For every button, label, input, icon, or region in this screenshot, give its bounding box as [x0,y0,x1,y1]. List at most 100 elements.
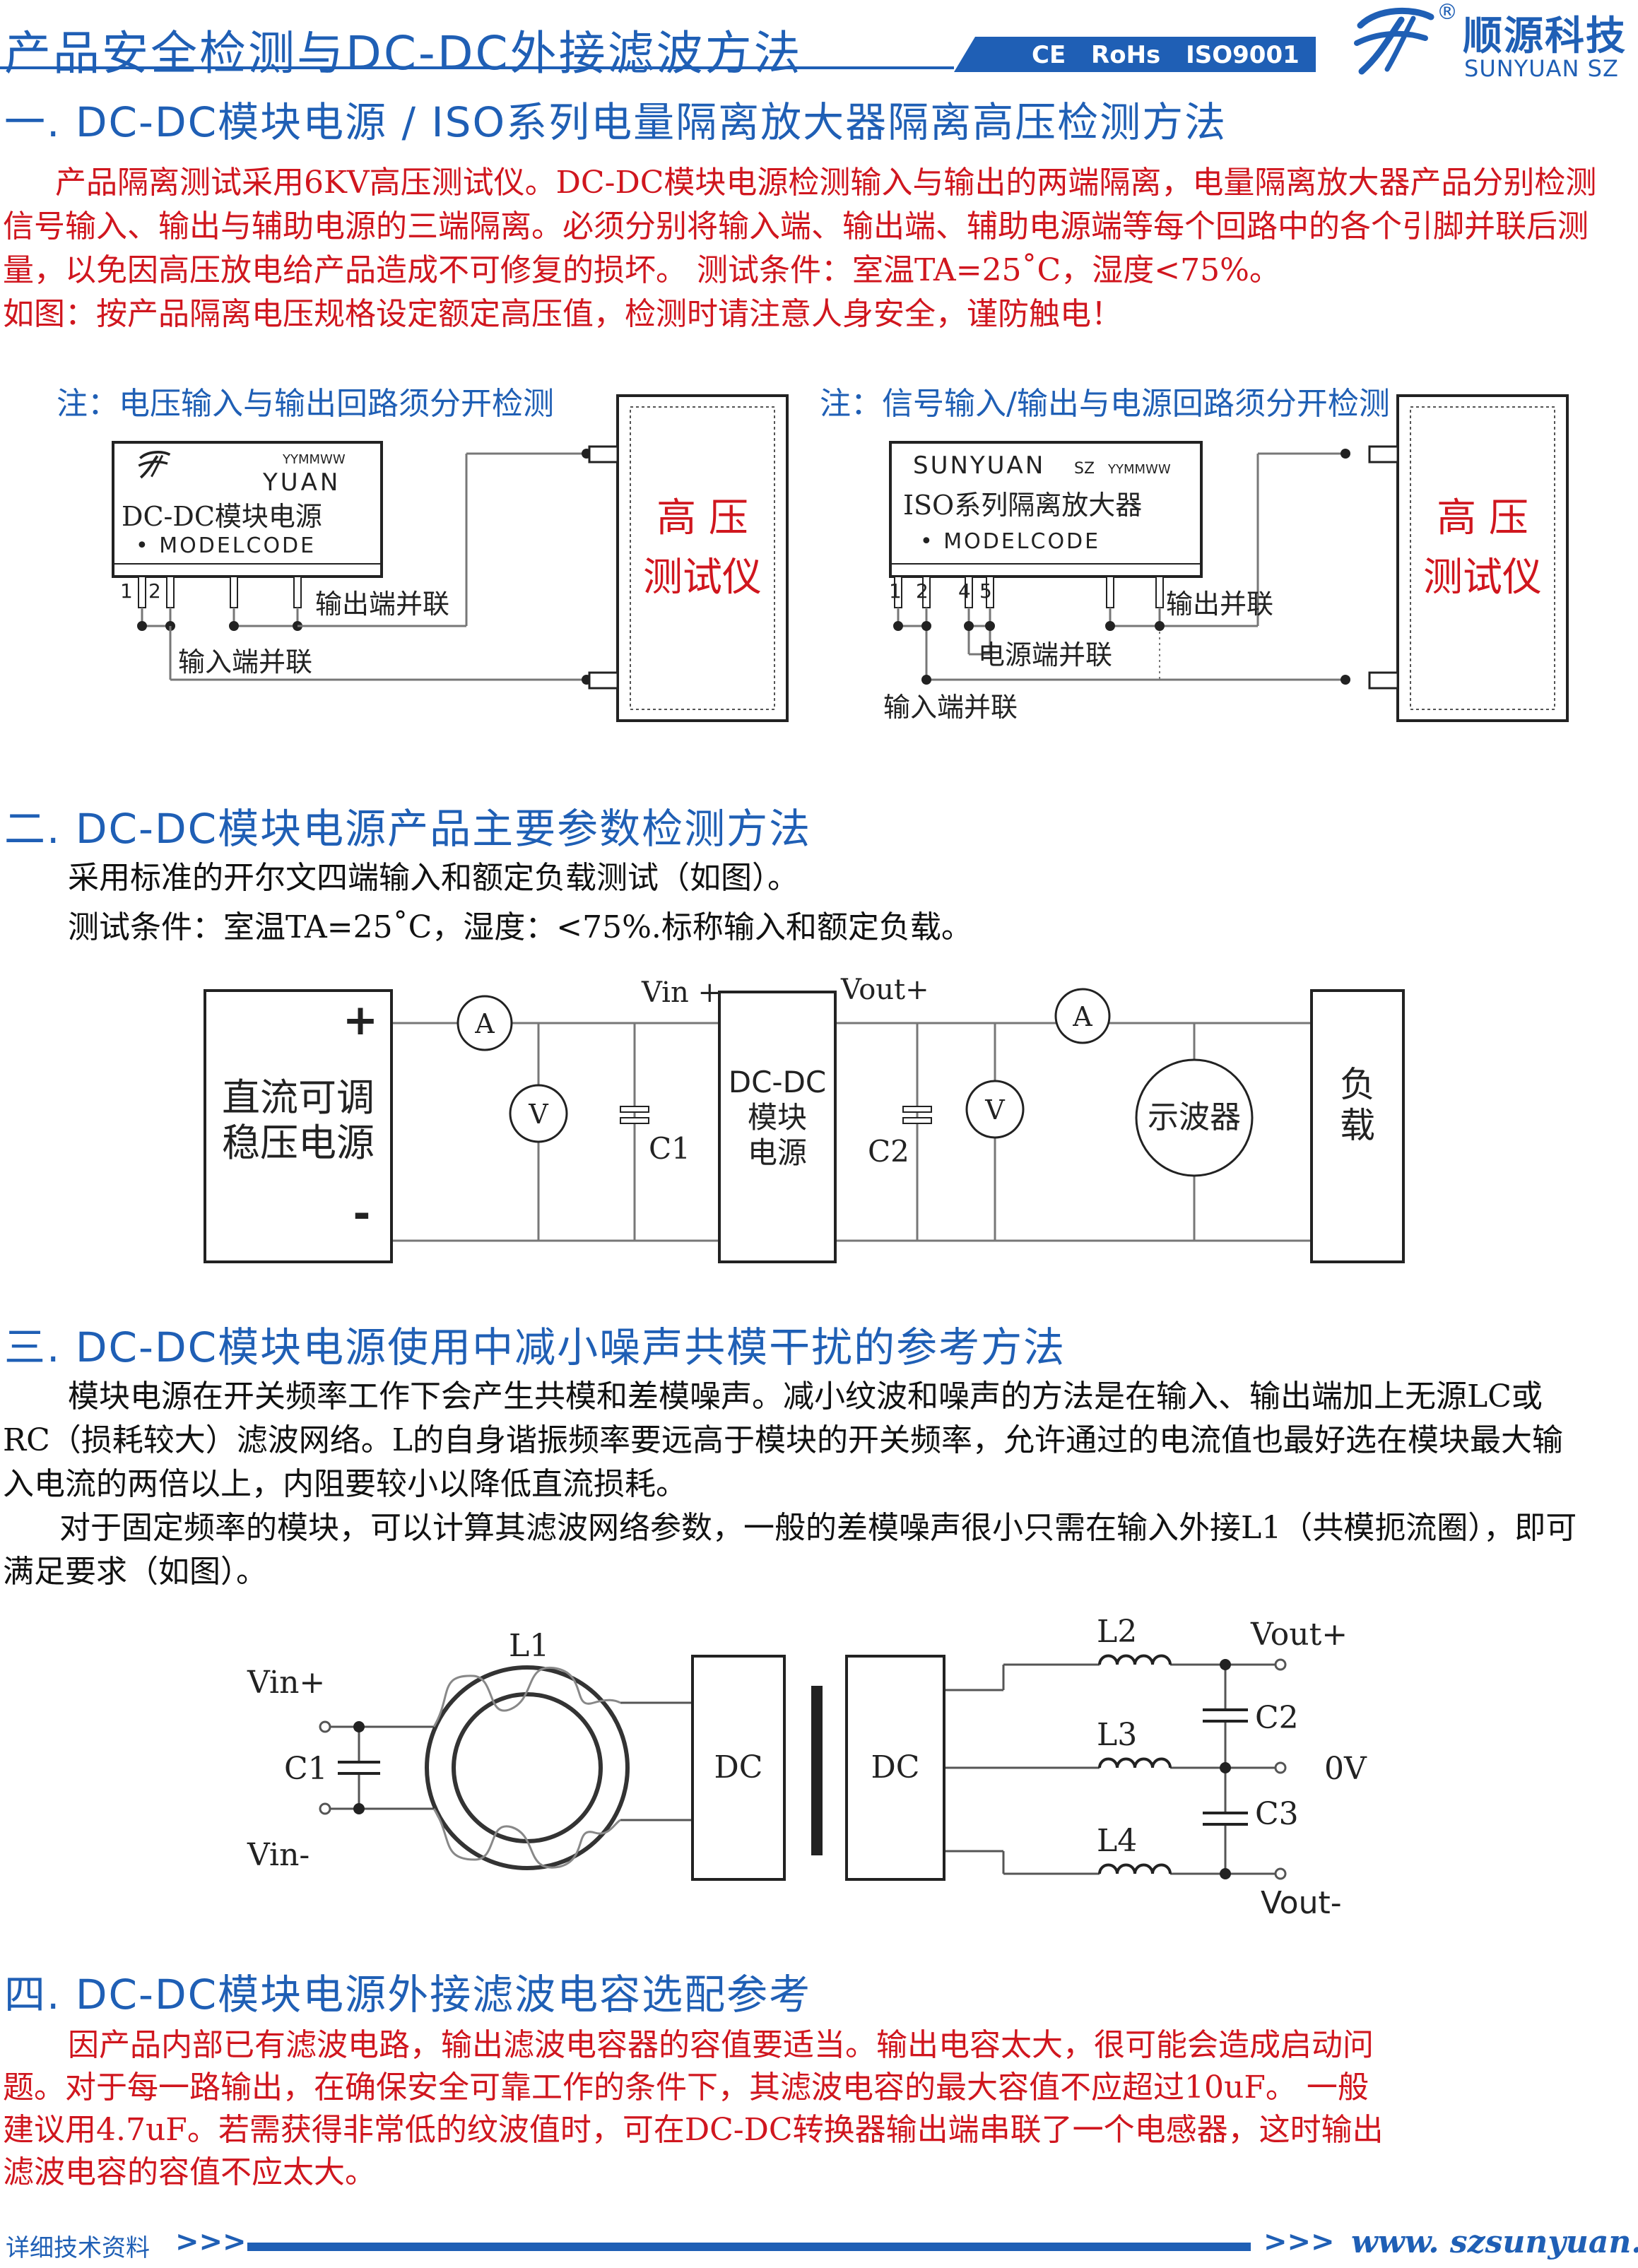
brand-name-cn: 顺源科技 [1463,13,1627,59]
section3-line: 模块电源在开关频率工作下会产生共模和差模噪声。减小纹波和噪声的方法是在输入、输出… [68,1378,1543,1414]
section3-line: 对于固定频率的模块，可以计算其滤波网络参数，一般的差模噪声很小只需在输入外接L1… [59,1510,1577,1546]
power-parallel-label: 电源端并联 [978,639,1112,671]
footer-arrows: >>> [175,2226,247,2258]
high-voltage-tester [1396,394,1569,722]
certification-labels: CE RoHs ISO9001 [1032,41,1314,69]
dc-power-source [204,989,393,1263]
dc-output-block [845,1655,945,1881]
module-brand-suffix: SZ [1074,460,1095,478]
section2-title: 二. DC-DC模块电源产品主要参数检测方法 [4,805,812,853]
capacitor-c1 [620,1106,649,1113]
input-parallel-label: 输入端并联 [883,692,1018,723]
section4-line: 题。对于每一路输出，在确保安全可靠工作的条件下，其滤波电容的最大容值不应超过10… [3,2069,1369,2105]
pin-label: 1 [120,579,133,603]
pin-label: 5 [979,579,992,603]
cert-ce: CE [1032,41,1066,69]
load-label: 负 [1340,1064,1375,1105]
parameter-test-circuit: 直流可调 稳压电源 + - A A V V C1 C2 DC-DC 模块 电源 … [204,974,1405,1263]
cert-iso: ISO9001 [1186,41,1300,69]
pin-label: 4 [958,579,971,603]
section3-line: 入电流的两倍以上，内阻要较小以降低直流损耗。 [3,1466,687,1502]
cert-rohs: RoHs [1091,41,1161,69]
pin-label: 1 [889,579,902,603]
isolation-test-diagram-iso: 注：信号输入/输出与电源回路须分开检测 SUNYUAN SZ YYMMWW IS… [820,386,1569,723]
source-label: 直流可调 [222,1075,375,1120]
iso-amplifier-box [889,441,1203,578]
section2-line: 测试条件：室温TA=25˚C，湿度：<75%.标称输入和额定负载。 [68,909,972,945]
c1-label: C1 [649,1131,690,1166]
vout-plus-label: Vout+ [1250,1617,1348,1653]
dcdc-module-under-test [718,991,837,1263]
tester-label: 测试仪 [643,555,762,601]
dc-left-label: DC [714,1749,763,1785]
noise-filter-circuit: Vin+ C1 Vin- L1 DC DC L2 L3 L4 C2 C3 Vou… [247,1614,1367,1921]
section3-line: 满足要求（如图）。 [3,1554,267,1590]
c2-label: C2 [868,1134,909,1169]
zero-v-label: 0V [1324,1751,1367,1787]
voltmeter-input [509,1084,568,1143]
source-label: 稳压电源 [222,1121,375,1165]
l1-label: L1 [509,1628,549,1664]
pin-label: 2 [148,579,161,603]
section1-line: 信号输入、输出与辅助电源的三端隔离。必须分别将输入端、输出端、辅助电源端等每个回… [3,208,1589,244]
tester-label: 测试仪 [1423,555,1542,601]
date-code: YYMMWW [1107,462,1171,477]
section1-line: 量，以免因高压放电给产品造成不可修复的损坏。 测试条件：室温TA=25˚C，湿度… [3,252,1280,288]
inductor-l2 [1098,1654,1172,1665]
footer-website-link[interactable]: www. szsunyuan. net [1351,2224,1638,2260]
oscilloscope [1135,1058,1254,1177]
registered-mark: ® [1437,0,1458,25]
date-code: YYMMWW [282,452,346,467]
model-code: • MODELCODE [920,529,1100,554]
plus-terminal: + [343,996,378,1045]
dc-right-label: DC [871,1749,920,1785]
minus-terminal: - [353,1189,371,1239]
c3-label: C3 [1255,1796,1299,1832]
input-parallel-label: 输入端并联 [178,646,312,678]
output-parallel-label: 输出端并联 [315,589,449,620]
vout-label: Vout+ [840,974,929,1006]
ammeter-label: A [474,1008,495,1039]
voltmeter-output [965,1080,1025,1139]
l4-label: L4 [1097,1823,1137,1859]
sunyuan-logo-icon [1354,7,1434,75]
section1-line: 产品隔离测试采用6KV高压测试仪。DC-DC模块电源检测输入与输出的两端隔离，电… [55,165,1597,201]
l3-label: L3 [1097,1717,1137,1753]
section4-line: 建议用4.7uF。若需获得非常低的纹波值时，可在DC-DC转换器输出端串联了一个… [3,2112,1384,2148]
brand-name-en: SUNYUAN SZ [1464,55,1619,82]
diagram-note: 注：信号输入/输出与电源回路须分开检测 [820,386,1390,422]
vin-plus-label: Vin+ [247,1665,325,1701]
c2-label: C2 [1255,1700,1299,1736]
common-mode-choke-l1 [425,1665,630,1870]
ammeter-input [456,995,513,1051]
c1-label: C1 [284,1751,328,1787]
dc-input-block [691,1655,786,1881]
footer-tech-info-label: 详细技术资料 [6,2234,150,2262]
ammeter-label: A [1072,1001,1092,1032]
l2-label: L2 [1097,1614,1137,1650]
voltmeter-label: V [528,1099,548,1130]
footer-line [247,2243,1251,2251]
model-code: • MODELCODE [136,533,316,558]
module-name: DC-DC模块电源 [122,501,322,532]
section2-line: 采用标准的开尔文四端输入和额定负载测试（如图）。 [68,860,799,896]
inductor-l4 [1098,1863,1172,1874]
section3-line: RC（损耗较大）滤波网络。L的自身谐振频率要远高于模块的开关频率，允许通过的电流… [3,1422,1564,1458]
section4-line: 滤波电容的容值不应太大。 [3,2154,376,2190]
capacitor-c2 [902,1106,932,1113]
module-label: 电源 [748,1135,807,1170]
section1-line: 如图：按产品隔离电压规格设定额定高压值，检测时请注意人身安全，谨防触电！ [3,296,1122,332]
module-name: ISO系列隔离放大器 [903,490,1142,521]
ammeter-output [1054,988,1111,1044]
load [1310,989,1405,1263]
sunyuan-small-logo-icon [138,451,171,479]
certification-bar [954,37,1316,72]
page-title: 产品安全检测与DC-DC外接滤波方法 [4,26,803,81]
inductor-l3 [1098,1757,1172,1768]
module-label: DC-DC [729,1065,827,1099]
voltmeter-label: V [984,1094,1005,1126]
section4-line: 因产品内部已有滤波电路，输出滤波电容器的容值要适当。输出电容太大，很可能会造成启… [68,2027,1374,2063]
vout-minus-label: Vout- [1261,1885,1342,1921]
section3-title: 三. DC-DC模块电源使用中减小噪声共模干扰的参考方法 [4,1323,1066,1371]
diagram-note: 注：电压输入与输出回路须分开检测 [57,386,554,422]
